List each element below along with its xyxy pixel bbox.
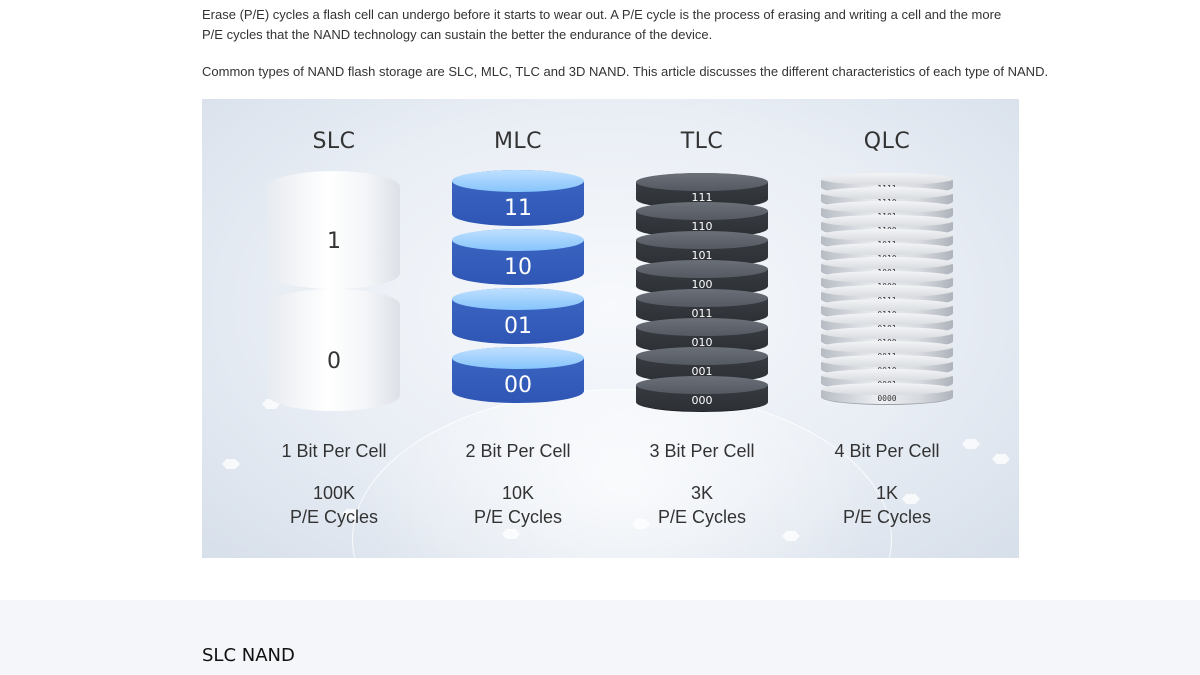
pe-cycles: 100K P/E Cycles <box>244 481 424 529</box>
cell-type-label: TLC <box>680 129 724 154</box>
cycles-unit: P/E Cycles <box>657 507 747 527</box>
tlc-cell-level: 000 <box>636 376 768 412</box>
section-heading: SLC NAND <box>202 645 295 666</box>
level-label: 100 <box>691 278 713 291</box>
cycles-value: 10K <box>501 483 535 503</box>
nand-types-figure: SLC 1 0 1 Bit Per Cell 100K P/E Cycles M… <box>202 99 1019 558</box>
background-halo <box>352 389 892 558</box>
mlc-cell-level: 00 <box>452 347 584 403</box>
decor-hexagon <box>342 509 360 519</box>
decor-hexagon <box>782 531 800 541</box>
pe-cycles: 10K P/E Cycles <box>428 481 608 529</box>
level-label: 101 <box>691 249 713 262</box>
level-label: 1 <box>327 229 341 254</box>
level-label: 00 <box>504 373 532 398</box>
bits-per-cell: 2 Bit Per Cell <box>465 441 571 461</box>
cell-type-label: MLC <box>493 129 543 154</box>
decor-hexagon <box>222 459 240 469</box>
level-label: 11 <box>504 196 532 221</box>
slc-cell-level: 1 <box>268 171 400 289</box>
decor-hexagon <box>262 399 280 409</box>
intro-paragraph: Erase (P/E) cycles a flash cell can unde… <box>202 7 1002 42</box>
level-label: 01 <box>504 314 532 339</box>
pe-cycles: 1K P/E Cycles <box>797 481 977 529</box>
pe-cycles: 3K P/E Cycles <box>612 481 792 529</box>
cycles-unit: P/E Cycles <box>473 507 563 527</box>
mlc-cell-level: 01 <box>452 288 584 344</box>
level-label: 0 <box>327 349 341 374</box>
tlc-cell-level: 011 <box>636 289 768 325</box>
mlc-stack: 11 10 01 00 <box>452 170 584 410</box>
nand-types-paragraph: Common types of NAND flash storage are S… <box>202 64 1049 79</box>
cell-type-label: QLC <box>863 129 911 154</box>
slc-stack: 1 0 <box>268 171 400 411</box>
level-label: 010 <box>691 336 713 349</box>
bits-per-cell: 3 Bit Per Cell <box>649 441 755 461</box>
level-label: 110 <box>691 220 713 233</box>
bits-per-cell: 1 Bit Per Cell <box>281 441 387 461</box>
level-label: 000 <box>691 394 713 407</box>
level-label: 111 <box>691 191 713 204</box>
mlc-cell-level: 11 <box>452 170 584 226</box>
tlc-stack: 111 110 101 100 011 010 001 000 <box>636 173 768 413</box>
decor-hexagon <box>632 519 650 529</box>
decor-hexagon <box>902 494 920 504</box>
level-label: 0000 <box>877 394 897 403</box>
cycles-unit: P/E Cycles <box>842 507 932 527</box>
cell-type-label: SLC <box>312 129 356 154</box>
decor-hexagon <box>502 529 520 539</box>
cycles-unit: P/E Cycles <box>289 507 379 527</box>
level-label: 011 <box>691 307 713 320</box>
slc-nand-section: SLC NAND <box>0 600 1200 675</box>
slc-cell-level: 0 <box>268 289 400 411</box>
cycles-value: 1K <box>875 483 899 503</box>
mlc-cell-level: 10 <box>452 229 584 285</box>
decor-hexagon <box>992 454 1010 464</box>
cycles-value: 100K <box>312 483 356 503</box>
level-label: 001 <box>691 365 713 378</box>
bits-per-cell: 4 Bit Per Cell <box>834 441 940 461</box>
decor-hexagon <box>962 439 980 449</box>
cycles-value: 3K <box>690 483 714 503</box>
level-label: 10 <box>504 255 532 280</box>
qlc-cell-level: 0000 <box>821 383 953 405</box>
